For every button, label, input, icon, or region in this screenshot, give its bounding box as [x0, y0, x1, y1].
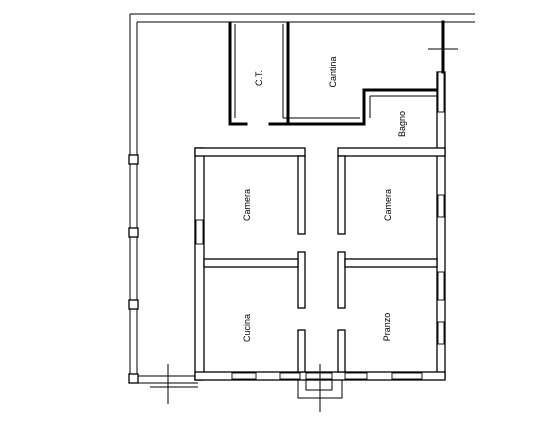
rooms-block	[194, 147, 446, 412]
right-wall	[436, 20, 446, 380]
room-label-camera-right: Camera	[383, 189, 393, 221]
room-label-cucina: Cucina	[242, 314, 252, 342]
room-label-bagno: Bagno	[397, 111, 407, 137]
room-label-camera-left: Camera	[242, 189, 252, 221]
upper-walls	[228, 22, 440, 126]
outer-perimeter	[128, 13, 475, 404]
room-label-ct: C.T.	[254, 70, 264, 86]
room-labels: C.T. Cantina Bagno Camera Camera Cucina …	[242, 56, 407, 342]
room-label-pranzo: Pranzo	[382, 313, 392, 342]
room-label-cantina: Cantina	[328, 56, 338, 87]
